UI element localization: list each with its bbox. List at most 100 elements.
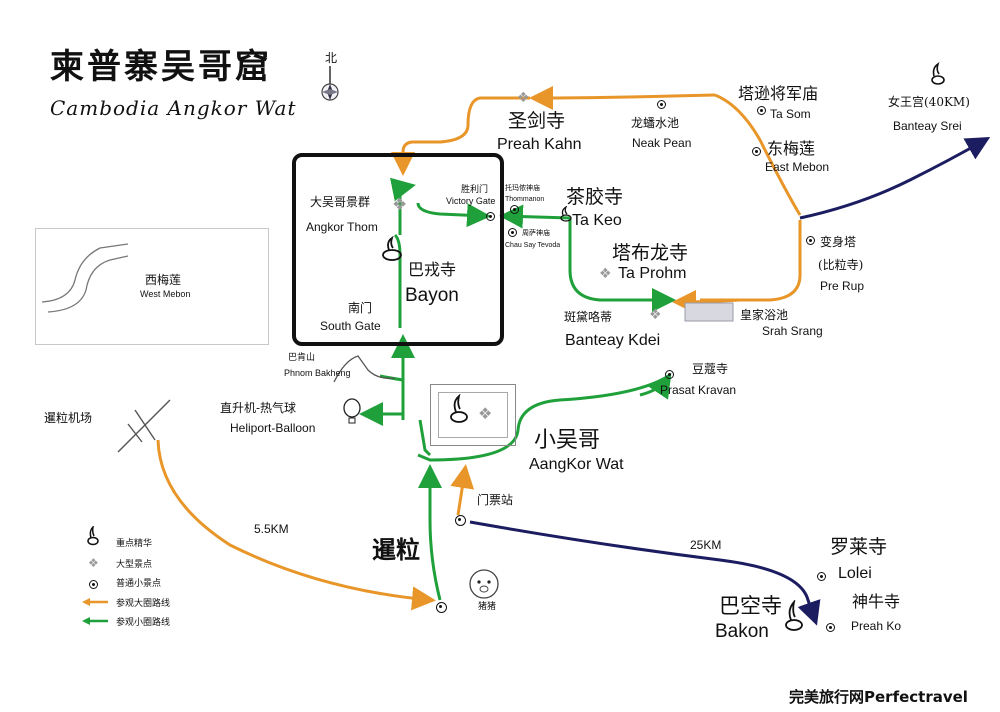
roluos-distance: 25KM: [690, 538, 722, 552]
srah-srang-en: Srah Srang: [762, 324, 823, 338]
pig-icon: [469, 569, 499, 599]
orange-route: [156, 85, 802, 611]
route-ta-prohm-loop: [568, 218, 676, 312]
minor-site-icon: [817, 572, 826, 581]
pre-rup-zh: 变身塔: [820, 235, 857, 249]
angkor-thom-zh: 大吴哥景群: [310, 195, 371, 209]
east-mebon-zh: 东梅莲: [767, 139, 816, 158]
pig-label: 猪猪: [478, 602, 497, 612]
route-preah-kahn-to-north-gate: [529, 85, 716, 110]
balloon-icon: [343, 398, 361, 424]
lolei-en: Lolei: [838, 565, 872, 582]
minor-site-icon: [89, 580, 98, 589]
victory-gate-zh: 胜利门: [461, 185, 489, 195]
minor-site-icon: [486, 212, 495, 221]
minor-site-icon: [806, 236, 815, 245]
neak-pean-en: Neak Pean: [632, 136, 692, 150]
route-srah-srang-link: [672, 289, 741, 314]
minor-site-icon: [508, 228, 517, 237]
route-sr-to-aw: [418, 464, 442, 601]
route-banteay-srei: [799, 137, 991, 220]
heliport-en: Heliport-Balloon: [230, 421, 316, 435]
bakong-zh: 巴空寺: [719, 594, 782, 618]
compass-north-label: 北: [325, 51, 338, 65]
route-airport: [156, 439, 436, 611]
west-mebon-zh: 西梅莲: [145, 273, 182, 287]
map-title: 柬普寨吴哥窟: [50, 47, 272, 87]
preah-ko-zh: 神牛寺: [852, 592, 901, 611]
route-kravan-to-aw: [417, 373, 671, 462]
key-site-icon: [785, 600, 803, 631]
airport-zh: 暹粒机场: [44, 411, 93, 425]
route-bayon-north: [389, 177, 416, 235]
minor-site-icon: [455, 515, 466, 526]
large-site-icon: ❖: [649, 307, 662, 323]
green-route: [359, 177, 676, 601]
east-mebon-en: East Mebon: [765, 160, 830, 174]
minor-site-icon: [436, 602, 447, 613]
navy-route: [469, 137, 991, 626]
brand-watermark: 完美旅行网Perfectravel: [789, 688, 968, 706]
minor-site-icon: [665, 370, 674, 379]
angkor-thom-frame: [292, 153, 504, 346]
siem-reap-zh: 暹粒: [372, 535, 420, 564]
large-site-icon: ❖: [392, 195, 408, 215]
banteay-kdei-en: Banteay Kdei: [565, 332, 661, 349]
route-pre-rup-srah-srang: [700, 220, 802, 302]
route-roluos: [469, 520, 821, 626]
neak-pean-zh: 龙蟠水池: [631, 116, 680, 130]
ta-som-zh: 塔逊将军庙: [738, 84, 819, 103]
preah-kahn-zh: 圣剑寺: [508, 110, 566, 132]
legend-label-green: 参观小圈路线: [116, 618, 171, 628]
preah-kahn-en: Preah Kahn: [497, 136, 582, 153]
minor-site-icon: [752, 147, 761, 156]
bayon-zh: 巴戎寺: [408, 260, 457, 279]
airport-distance: 5.5KM: [254, 522, 289, 536]
map-subtitle: Cambodia Angkor Wat: [50, 96, 297, 120]
orange-route-icon: [82, 598, 108, 606]
srah-srang-pool-icon: [684, 302, 734, 322]
route-aw-loop: [418, 419, 432, 457]
west-baray-outline: [41, 243, 129, 313]
legend-label-large: 大型景点: [116, 560, 153, 570]
prasat-kravan-zh: 豆蔻寺: [692, 362, 729, 376]
compass-rose: [321, 66, 339, 101]
key-site-icon: [560, 206, 572, 222]
thommanon-en: Thommanon: [505, 196, 545, 203]
banteay-srei-zh: 女王宫(40KM): [888, 95, 970, 109]
large-site-icon: ❖: [478, 404, 493, 423]
large-site-icon: ❖: [599, 266, 612, 282]
key-site-icon: [87, 526, 99, 546]
srah-srang-zh: 皇家浴池: [740, 308, 789, 322]
angkor-wat-inner: [438, 392, 508, 438]
minor-site-icon: [757, 106, 766, 115]
angkor-thom-en: Angkor Thom: [306, 220, 378, 234]
green-route-icon: [82, 617, 108, 625]
west-mebon-inset: [35, 228, 269, 345]
ta-keo-en: Ta Keo: [572, 212, 622, 229]
preah-ko-en: Preah Ko: [851, 619, 902, 633]
chau-say-zh: 周萨神庙: [522, 229, 550, 237]
large-site-icon: ❖: [517, 90, 530, 106]
angkor-wat-moat: [430, 384, 516, 446]
route-victory-gate: [416, 202, 491, 228]
route-ticket-to-aw: [450, 464, 475, 516]
prasat-kravan-en: Prasat Kravan: [660, 383, 737, 397]
key-site-icon: [382, 236, 402, 261]
route-east-mebon-side: [714, 93, 802, 216]
banteay-srei-en: Banteay Srei: [893, 119, 962, 133]
large-site-icon: ❖: [88, 556, 99, 570]
banteay-kdei-zh: 斑黛咯蒂: [564, 310, 613, 324]
route-top-loop: [391, 96, 530, 176]
minor-site-icon: [657, 100, 666, 109]
bakheng-hill-icon: [333, 355, 396, 383]
bakheng-en: Phnom Bakheng: [284, 368, 351, 378]
legend-label-key: 重点精华: [116, 539, 153, 549]
route-south-to-bayon: [393, 233, 402, 328]
south-gate-en: South Gate: [320, 319, 381, 333]
heliport-zh: 直升机-热气球: [220, 401, 297, 415]
key-site-icon: [450, 394, 468, 423]
ta-prohm-en: Ta Prohm: [618, 265, 687, 282]
angkor-wat-en: AangKor Wat: [529, 456, 624, 473]
